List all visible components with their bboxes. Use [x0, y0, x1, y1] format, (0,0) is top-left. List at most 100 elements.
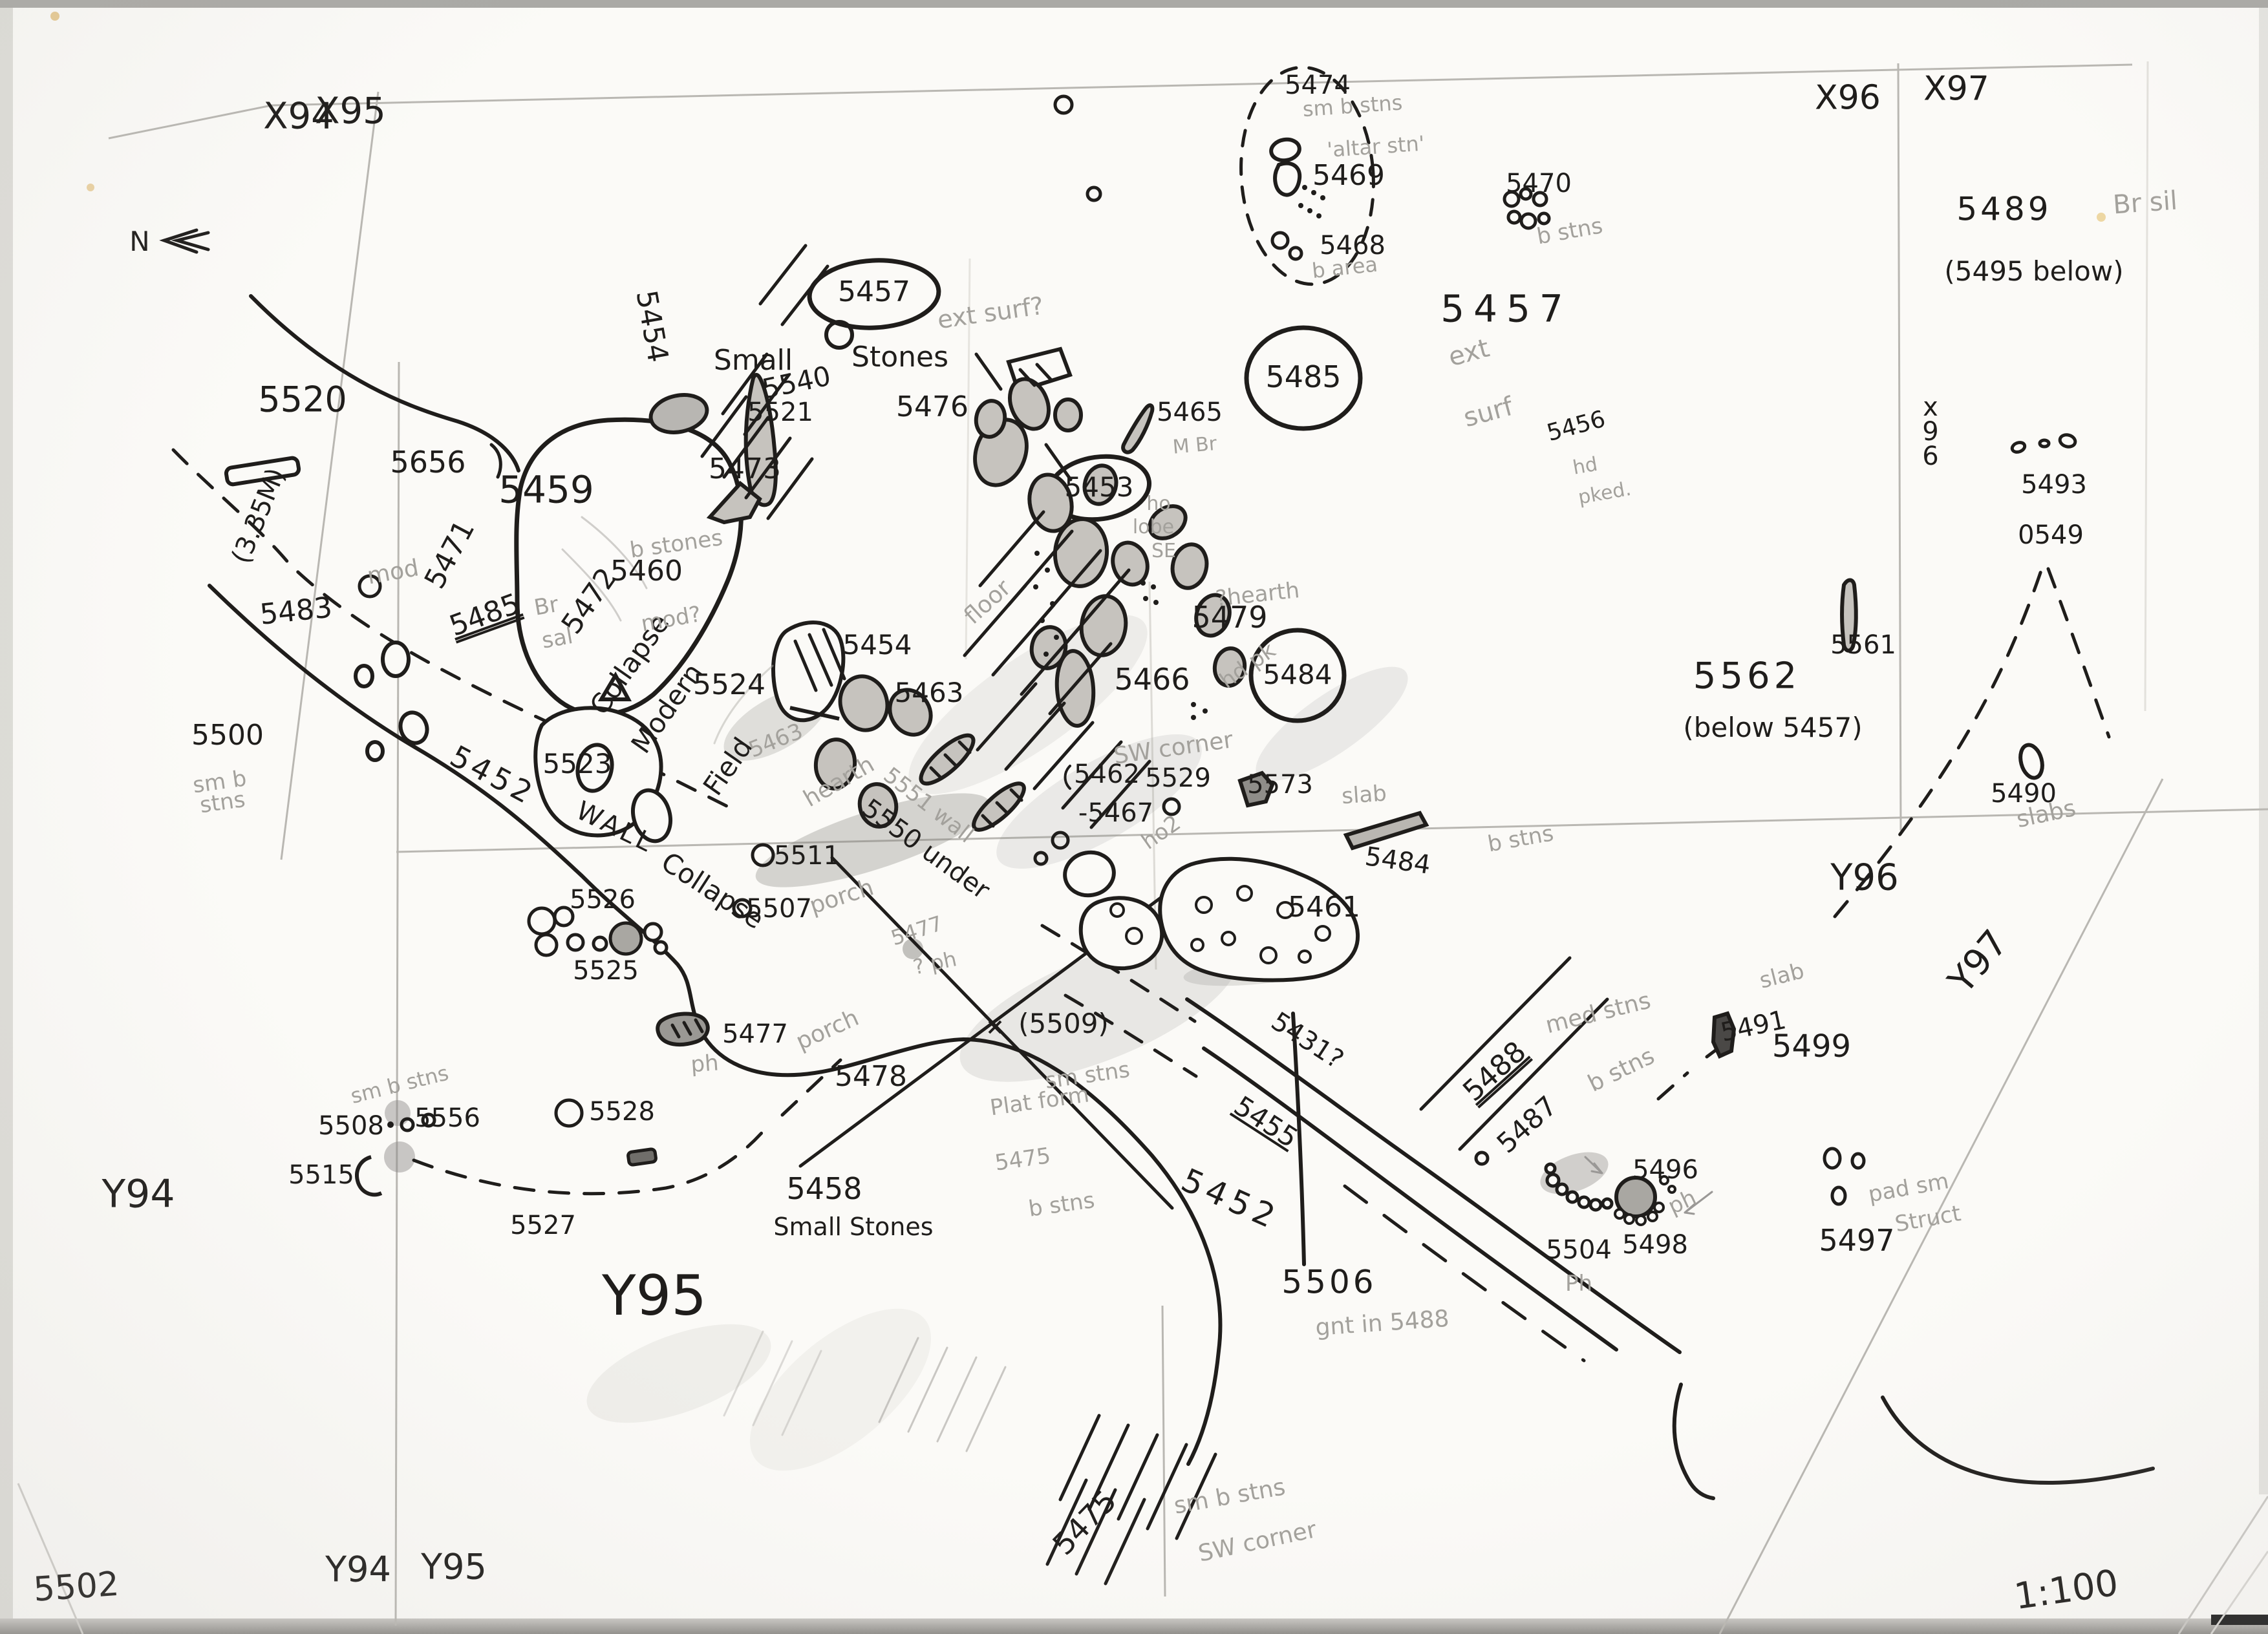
context-5485-circled: 5485 — [1265, 359, 1342, 395]
grid-ref-y94-left: Y94 — [102, 1171, 175, 1217]
context-5462: 5462 — [1074, 759, 1140, 789]
context-5483: 5483 — [258, 591, 334, 631]
context-5573: 5573 — [1247, 770, 1313, 800]
grid-ref-y95-bottom: Y95 — [421, 1546, 487, 1587]
note-stones: Stones — [851, 341, 948, 374]
context-5507: 5507 — [746, 894, 812, 924]
context-5457-big: 5457 — [1440, 286, 1572, 331]
context-5470: 5470 — [1506, 169, 1572, 198]
context-5562: 5562 — [1693, 655, 1801, 697]
context-5493: 5493 — [2021, 470, 2087, 500]
context-0549: 0549 — [2018, 520, 2084, 550]
context-5497: 5497 — [1819, 1223, 1895, 1258]
ink-dashed-boundaries — [171, 65, 2111, 1363]
paper-artifacts — [50, 12, 2106, 222]
context-5477: 5477 — [722, 1019, 788, 1049]
grid-ref-y94-bottom: Y94 — [325, 1549, 391, 1590]
context-5469: 5469 — [1312, 159, 1385, 193]
pencil-sal: sal — [539, 622, 575, 654]
context-5526: 5526 — [570, 885, 636, 915]
pencil-ho: ho — [1146, 492, 1171, 515]
grid-ref-y96: Y96 — [1830, 856, 1899, 899]
context-5556: 5556 — [414, 1103, 480, 1133]
context-5461: 5461 — [1288, 891, 1360, 924]
scan-edge-left — [0, 8, 13, 1618]
context-5496: 5496 — [1632, 1155, 1698, 1185]
context-5656: 5656 — [390, 445, 466, 480]
context-5523: 5523 — [542, 748, 612, 780]
north-label: N — [129, 226, 150, 258]
context-5468: 5468 — [1320, 231, 1385, 260]
grid-ref-x94: X94 — [263, 95, 334, 138]
context-5473: 5473 — [709, 452, 781, 486]
context-circles — [358, 94, 1490, 1166]
pencil-ph-5477: ph — [690, 1050, 720, 1078]
note-small-stones-5458: Small Stones — [773, 1212, 934, 1241]
pencil-grid-lines — [17, 61, 2268, 1634]
grid-ref-y95-big: Y95 — [602, 1264, 707, 1329]
stone-dots — [387, 185, 1325, 1128]
context-5476: 5476 — [896, 390, 968, 424]
context-5484-slab: 5484 — [1363, 842, 1433, 880]
context-5454-hearth: 5454 — [842, 629, 912, 661]
context-5478: 5478 — [835, 1060, 907, 1094]
sheet-number: 5502 — [32, 1564, 121, 1609]
context-5529: 5529 — [1145, 763, 1211, 793]
pencil-altar-stn: 'altar stn' — [1326, 131, 1426, 163]
scan-edge-corner-mark — [2211, 1615, 2268, 1625]
context-5457-circled: 5457 — [838, 275, 910, 309]
context-5506: 5506 — [1281, 1263, 1377, 1301]
context-5521: 5521 — [747, 398, 813, 427]
context-5509: (5509) — [1018, 1008, 1109, 1040]
context-5527: 5527 — [510, 1211, 576, 1240]
pencil-m-br: M Br — [1171, 432, 1218, 459]
stone-features — [224, 137, 2077, 1226]
scan-edge-bottom — [0, 1618, 2268, 1634]
pencil-b-area: b area — [1311, 251, 1379, 284]
pencil-smb-stns-5500: sm b stns — [191, 765, 248, 819]
ink-hatching — [670, 244, 1217, 1586]
note-5495-below: (5495 below) — [1944, 255, 2124, 288]
context-5489: 5489 — [1956, 190, 2052, 228]
context-5499: 5499 — [1771, 1028, 1852, 1065]
context-5459: 5459 — [498, 467, 594, 512]
grid-ref-x97: X97 — [1923, 69, 1989, 109]
context-5515: 5515 — [288, 1160, 354, 1190]
context-5525: 5525 — [573, 956, 639, 986]
scan-edge-right — [2259, 8, 2268, 1494]
pencil-br: Br — [532, 591, 561, 621]
pencil-se: SE — [1151, 539, 1176, 562]
context-5511: 5511 — [774, 841, 840, 871]
pencil-hd: hd — [1571, 452, 1599, 480]
pencil-smb-stns-5474: sm b stns — [1301, 90, 1404, 122]
grid-ref-x96: X96 — [1815, 78, 1881, 118]
context-5508: 5508 — [318, 1111, 384, 1141]
context-5524: 5524 — [693, 668, 765, 702]
context-5479: 5479 — [1192, 600, 1268, 635]
context-5520: 5520 — [258, 379, 347, 420]
context-5490: 5490 — [1991, 779, 2057, 809]
context-5467: -5467 — [1078, 798, 1154, 828]
context-5500: 5500 — [191, 719, 264, 752]
pencil-br-sil: Br sil — [2112, 186, 2179, 220]
pencil-5475: 5475 — [993, 1143, 1053, 1176]
context-5561: 5561 — [1830, 630, 1896, 660]
context-5528: 5528 — [589, 1097, 655, 1127]
note-small: Small — [713, 344, 793, 377]
context-5463: 5463 — [894, 677, 964, 709]
note-below-5457: (below 5457) — [1683, 712, 1863, 744]
pencil-marks — [561, 516, 1713, 1452]
context-5460: 5460 — [610, 555, 683, 588]
pencil-slab-5573: slab — [1340, 780, 1388, 810]
context-5465: 5465 — [1157, 398, 1223, 427]
grid-ref-x96-vertical: x 9 6 — [1922, 392, 1939, 471]
context-5498: 5498 — [1622, 1230, 1688, 1260]
context-5453-circled: 5453 — [1064, 471, 1134, 504]
pencil-lobe: lobe — [1132, 515, 1175, 538]
pencil-ph-5504: Ph — [1565, 1270, 1593, 1297]
context-5474: 5474 — [1285, 70, 1351, 100]
context-5504: 5504 — [1546, 1235, 1612, 1265]
context-5484-circled: 5484 — [1263, 659, 1332, 691]
